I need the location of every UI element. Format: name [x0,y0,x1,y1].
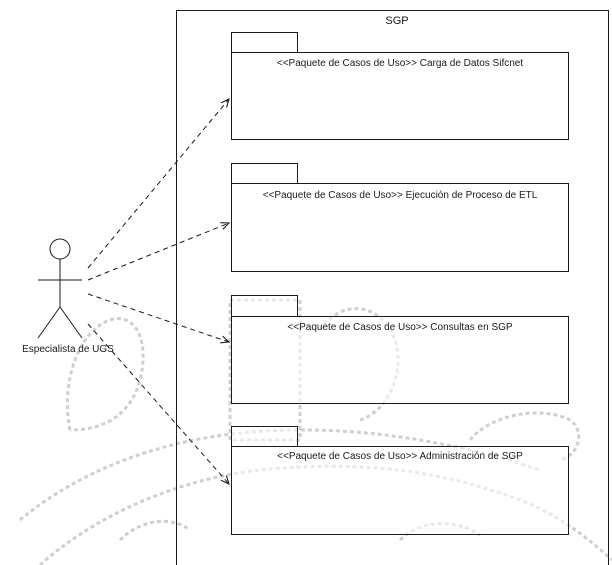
package-ejecucion-etl[interactable]: <<Paquete de Casos de Uso>> Ejecución de… [232,164,569,272]
dependency-arrow-administracion [88,324,229,484]
dependency-arrow-consultas [88,294,229,342]
package-administracion[interactable]: <<Paquete de Casos de Uso>> Administraci… [232,427,569,535]
package-label: <<Paquete de Casos de Uso>> Administraci… [277,451,523,462]
dependency-arrow-carga [88,99,229,268]
package-label: <<Paquete de Casos de Uso>> Ejecución de… [263,190,538,201]
package-tab [232,296,298,317]
actor-head [50,239,70,259]
actor-name: Especialista de UGS [22,344,114,355]
package-consultas[interactable]: <<Paquete de Casos de Uso>> Consultas en… [232,296,569,404]
dependency-arrow-etl [88,223,229,280]
system-title: SGP [385,15,408,27]
actor-right-leg [60,307,82,338]
package-label: <<Paquete de Casos de Uso>> Consultas en… [287,322,512,333]
dependency-arrows [88,99,229,484]
package-tab [232,164,298,184]
package-tab [232,33,298,53]
package-label: <<Paquete de Casos de Uso>> Carga de Dat… [277,58,523,69]
package-carga-datos[interactable]: <<Paquete de Casos de Uso>> Carga de Dat… [232,33,569,140]
package-tab [232,427,298,447]
actor-left-leg [38,307,60,338]
